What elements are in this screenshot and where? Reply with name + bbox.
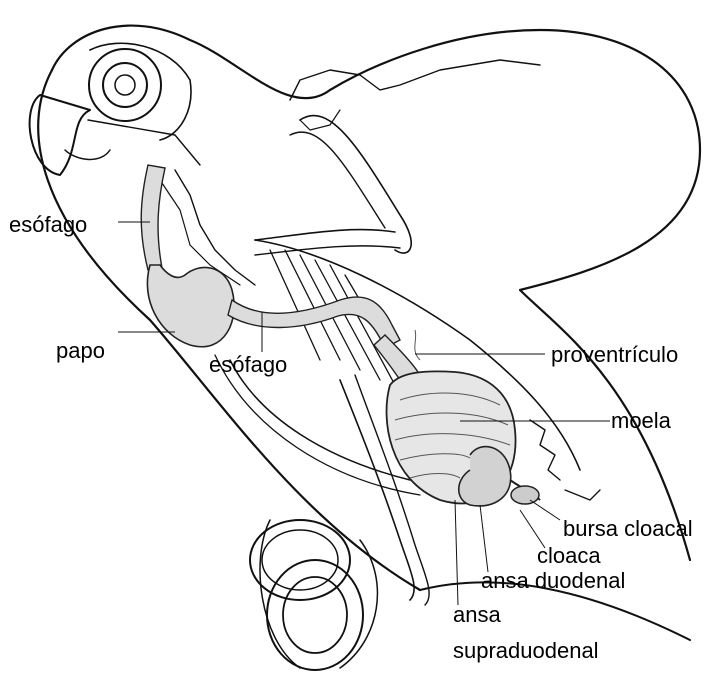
eye-ring-inner (103, 63, 147, 107)
label-proventriculo: proventrículo (551, 344, 678, 366)
label-papo: papo (56, 340, 105, 362)
label-esofago-top: esófago (9, 214, 87, 236)
eye-pupil (115, 75, 135, 95)
crop (147, 265, 234, 347)
label-esofago-mid: esófago (209, 354, 287, 376)
label-ansa: ansa (453, 604, 501, 626)
label-cloaca: cloaca (537, 545, 601, 567)
label-moela: moela (611, 410, 671, 432)
wing-radius (255, 230, 395, 240)
esophagus-upper (141, 165, 165, 270)
leader-bursa (530, 500, 560, 520)
label-bursa-cloacal: bursa cloacal (563, 518, 693, 540)
leader-ansa-supraduodenal (455, 500, 458, 605)
label-supraduodenal: supraduodenal (453, 640, 599, 662)
cloaca-shape (511, 486, 539, 504)
label-ansa-duodenal: ansa duodenal (481, 570, 625, 592)
esophagus-lower (228, 297, 400, 348)
eye-ring-outer (89, 49, 161, 121)
leader-ansa-duodenal (480, 505, 488, 572)
